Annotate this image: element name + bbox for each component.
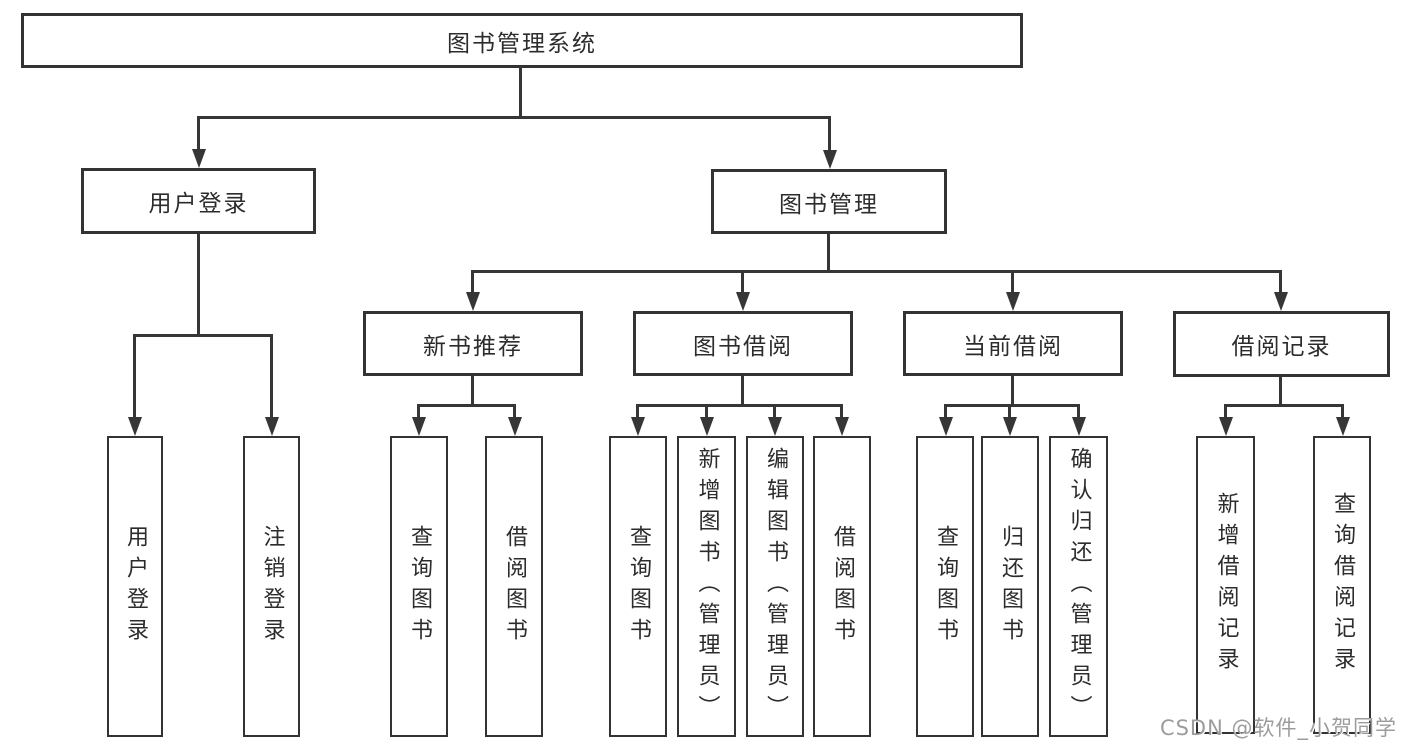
- leaf-user-login: 用户登录: [107, 436, 163, 737]
- connector-drop-nb-query: [417, 404, 420, 418]
- node-library-system: 图书管理系统: [21, 13, 1023, 68]
- connector-drop-ul-logout: [270, 334, 273, 418]
- arrow-down-icon: [939, 417, 953, 436]
- node-book-management-label: 图书管理: [779, 191, 879, 218]
- arrow-down-icon: [128, 417, 142, 436]
- leaf-bb-borrow-books: 借阅图书: [813, 436, 871, 737]
- connector-br-stem: [1279, 377, 1282, 407]
- node-borrow-records: 借阅记录: [1173, 311, 1390, 377]
- connector-drop-ul-login: [133, 334, 136, 418]
- connector-nb-rail: [417, 404, 516, 407]
- connector-bb-stem: [741, 376, 744, 407]
- leaf-bb-edit-books-admin: 编辑图书（管理员）: [746, 436, 804, 737]
- node-current-borrow: 当前借阅: [903, 311, 1123, 376]
- leaf-bb-query-books-label: 查询图书: [626, 524, 651, 649]
- node-user-login-label: 用户登录: [148, 191, 249, 217]
- leaf-nb-borrow-books-label: 借阅图书: [502, 524, 527, 649]
- connector-drop-br-add: [1224, 404, 1227, 418]
- leaf-bb-edit-books-admin-label: 编辑图书（管理员）: [763, 447, 788, 726]
- leaf-cb-query-books-label: 查询图书: [933, 524, 958, 649]
- connector-drop-nb-borrow: [513, 404, 516, 418]
- connector-br-rail: [1224, 404, 1344, 407]
- leaf-br-add-record: 新增借阅记录: [1196, 436, 1255, 734]
- connector-bb-rail: [636, 404, 843, 407]
- arrow-down-icon: [823, 150, 837, 169]
- arrow-down-icon: [508, 417, 522, 436]
- arrow-down-icon: [1336, 417, 1350, 436]
- arrow-down-icon: [412, 417, 426, 436]
- leaf-cb-query-books: 查询图书: [916, 436, 974, 737]
- watermark: CSDN @软件_小贺同学: [1159, 716, 1397, 740]
- connector-drop-bb-add: [705, 404, 708, 418]
- node-book-management: 图书管理: [711, 169, 947, 234]
- leaf-br-query-record-label: 查询借阅记录: [1330, 492, 1355, 678]
- connector-drop-user-login: [197, 116, 200, 150]
- node-user-login: 用户登录: [81, 168, 316, 234]
- arrow-down-icon: [1072, 417, 1086, 436]
- node-current-borrow-label: 当前借阅: [963, 333, 1063, 360]
- leaf-nb-query-books-label: 查询图书: [407, 524, 432, 649]
- leaf-user-login-label: 用户登录: [123, 524, 148, 649]
- connector-user-login-stem: [197, 234, 200, 337]
- leaf-cb-return-books: 归还图书: [981, 436, 1039, 737]
- connector-drop-bb-borrow: [840, 404, 843, 418]
- connector-drop-borrow-records: [1279, 270, 1282, 293]
- leaf-cb-confirm-return-admin: 确认归还（管理员）: [1049, 436, 1108, 737]
- connector-drop-book-borrow: [741, 270, 744, 293]
- connector-book-mgmt-stem: [827, 234, 830, 273]
- leaf-br-query-record: 查询借阅记录: [1313, 436, 1371, 734]
- arrow-down-icon: [192, 149, 206, 168]
- leaf-nb-query-books: 查询图书: [390, 436, 448, 737]
- leaf-bb-add-books-admin-label: 新增图书（管理员）: [694, 447, 720, 726]
- leaf-bb-borrow-books-label: 借阅图书: [830, 524, 855, 649]
- arrow-down-icon: [631, 417, 645, 436]
- arrow-down-icon: [700, 417, 714, 436]
- leaf-bb-add-books-admin: 新增图书（管理员）: [677, 436, 736, 737]
- arrow-down-icon: [466, 292, 480, 311]
- leaf-nb-borrow-books: 借阅图书: [485, 436, 543, 737]
- arrow-down-icon: [1274, 292, 1288, 311]
- node-new-book-recommend-label: 新书推荐: [423, 333, 523, 360]
- connector-drop-current-borrow: [1011, 270, 1014, 293]
- connector-drop-cb-return: [1008, 404, 1011, 418]
- connector-cb-stem: [1011, 376, 1014, 407]
- arrow-down-icon: [265, 417, 279, 436]
- leaf-br-add-record-label: 新增借阅记录: [1213, 492, 1239, 678]
- arrow-down-icon: [835, 417, 849, 436]
- leaf-logout-label: 注销登录: [259, 524, 285, 649]
- connector-level3-rail: [471, 270, 1282, 273]
- leaf-logout: 注销登录: [243, 436, 300, 737]
- arrow-down-icon: [768, 417, 782, 436]
- leaf-cb-return-books-label: 归还图书: [998, 524, 1023, 649]
- node-book-borrow: 图书借阅: [633, 311, 853, 376]
- connector-root-stem: [519, 66, 522, 118]
- connector-level2-rail: [197, 116, 831, 119]
- connector-drop-br-query: [1341, 404, 1344, 418]
- arrow-down-icon: [736, 292, 750, 311]
- arrow-down-icon: [1006, 292, 1020, 311]
- connector-drop-cb-query: [944, 404, 947, 418]
- node-book-borrow-label: 图书借阅: [693, 333, 793, 360]
- connector-cb-rail: [944, 404, 1080, 407]
- connector-drop-bb-query: [636, 404, 639, 418]
- node-new-book-recommend: 新书推荐: [363, 311, 583, 376]
- connector-drop-cb-confirm: [1077, 404, 1080, 418]
- connector-drop-bb-edit: [773, 404, 776, 418]
- connector-drop-book-mgmt: [828, 116, 831, 151]
- connector-drop-new-book-rec: [471, 270, 474, 293]
- arrow-down-icon: [1003, 417, 1017, 436]
- node-library-system-label: 图书管理系统: [447, 30, 597, 57]
- connector-user-login-rail: [133, 334, 273, 337]
- arrow-down-icon: [1219, 417, 1233, 436]
- leaf-cb-confirm-return-admin-label: 确认归还（管理员）: [1066, 447, 1092, 726]
- connector-nb-stem: [471, 376, 474, 407]
- leaf-bb-query-books: 查询图书: [609, 436, 667, 737]
- node-borrow-records-label: 借阅记录: [1231, 334, 1332, 360]
